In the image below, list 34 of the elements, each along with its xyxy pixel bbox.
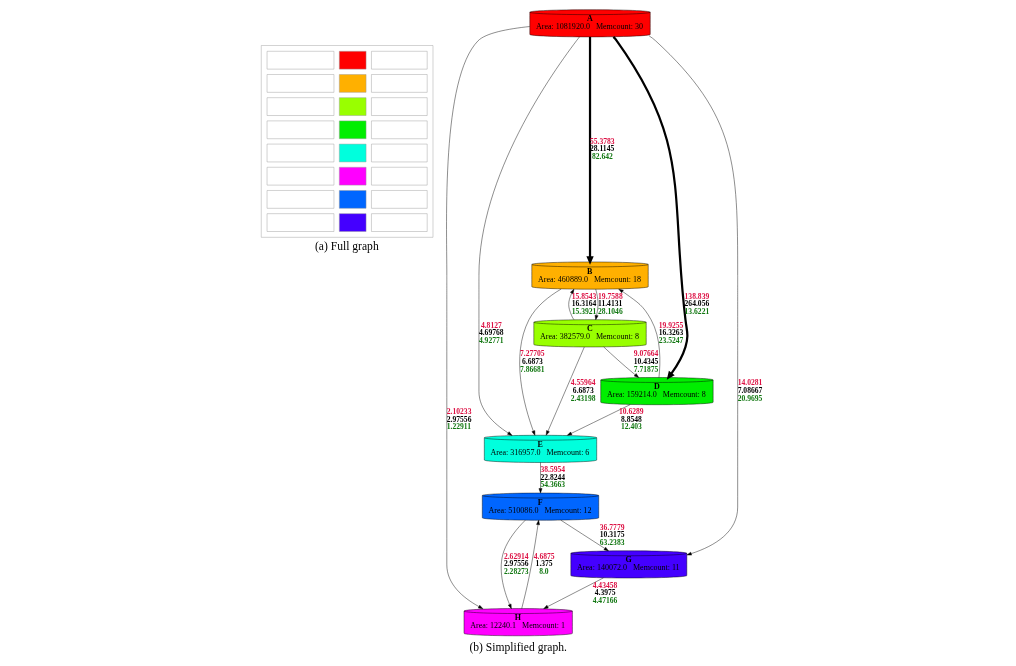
arrow	[538, 462, 542, 494]
edge-label: 4.43458 4.3975 4.47166	[592, 580, 617, 605]
edge-label: 38.5954 22.8244 54.3663	[540, 465, 565, 490]
edge-label: 138.839 264.056 13.6221	[684, 291, 709, 316]
arrow	[648, 35, 738, 556]
arrow	[602, 346, 639, 378]
arrow	[594, 288, 598, 321]
arrow	[568, 288, 574, 320]
arrow	[618, 288, 660, 378]
arrow	[500, 520, 525, 609]
arrow	[545, 346, 585, 436]
edge-label: 4.6875 1.375 8.0	[533, 551, 555, 576]
edge-label: 4.8127 4.69768 4.92771	[478, 320, 504, 345]
edge-label: 9.07664 10.4345 7.71875	[633, 349, 658, 374]
arrow	[520, 519, 540, 609]
arrow	[445, 26, 530, 609]
edge-label: 36.7779 10.3175 63.2383	[599, 522, 624, 547]
edge-label: 4.55964 6.6873 2.43198	[570, 378, 595, 403]
edge-label: 2.62914 2.97556 2.28273	[503, 551, 529, 576]
arrow	[612, 36, 688, 380]
arrow	[585, 36, 594, 265]
edge-label: 19.9255 16.3263 23.5247	[658, 320, 683, 345]
edge-label: 7.27705 6.6873 7.86681	[519, 349, 545, 374]
edge-label: 19.7588 11.4131 28.1046	[597, 291, 623, 316]
edge-label: 10.6289 8.8548 12.403	[618, 407, 644, 432]
arrow	[519, 288, 561, 436]
arrow	[542, 577, 604, 609]
arrow	[478, 36, 580, 436]
edge-label: 2.10233 2.97556 1.22911	[446, 407, 471, 432]
arrow	[560, 519, 609, 552]
node-label: (a) Full graph	[314, 240, 379, 254]
arrow	[566, 404, 630, 436]
edge-label: 14.0281 7.08667 20.9695	[737, 378, 762, 403]
edge-label: 15.8543 16.3164 15.3921	[571, 291, 596, 316]
